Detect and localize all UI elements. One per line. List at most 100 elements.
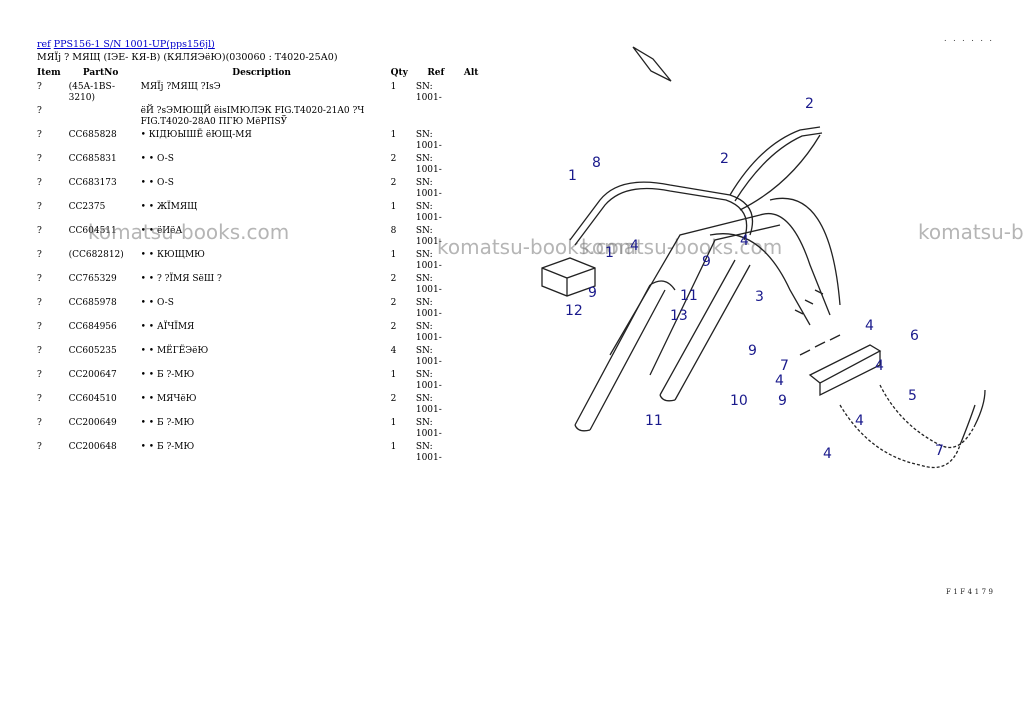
ref-prefix-link[interactable]: ref [37, 39, 51, 50]
cell-partno: CC605235 [68, 346, 117, 356]
cell-qty: 1 [390, 130, 397, 140]
cell-item: ? [37, 442, 42, 452]
cell-description: • • ЖЇМЯЩ [140, 202, 198, 212]
callout-label: 12 [565, 303, 583, 319]
callout-label: 2 [720, 151, 729, 167]
cell-description: • • Б ?-МЮ [140, 418, 195, 428]
callout-label: 7 [935, 443, 944, 459]
callout-label: 3 [755, 289, 764, 305]
cell-description: • • O-S [140, 154, 174, 164]
col-item: Item [37, 68, 61, 78]
cell-partno [65, 105, 137, 129]
callout-label: 2 [805, 96, 814, 112]
callout-label: 4 [823, 446, 832, 462]
cell-item: ? [37, 106, 42, 116]
cell-partno: CC765329 [68, 274, 117, 284]
callout-label: 5 [908, 388, 917, 404]
cell-ref: SN: 1001- [415, 298, 442, 319]
cell-alt [460, 273, 483, 297]
cell-alt [460, 297, 483, 321]
cell-qty: 8 [390, 226, 397, 236]
cell-partno: CC685978 [68, 298, 117, 308]
cell-description: • • ёИёА [140, 226, 183, 236]
ref-model-link[interactable]: PPS156-1 S/N 1001-UP(pps156jl) [53, 39, 215, 50]
callout-label: 11 [680, 288, 698, 304]
callout-label: 1 [568, 168, 577, 184]
cell-partno: CC604510 [68, 394, 117, 404]
cell-description: • • МЯЧёЮ [140, 394, 197, 404]
callout-label: 1 [605, 245, 614, 261]
callout-label: 9 [778, 393, 787, 409]
cell-ref: SN: 1001- [415, 82, 442, 103]
callout-label: 8 [592, 155, 601, 171]
cell-item: ? [37, 154, 42, 164]
col-ref: Ref [427, 68, 445, 78]
page-dots: . . . . . . [944, 34, 994, 43]
cell-item: ? [37, 298, 42, 308]
cell-item: ? [37, 130, 42, 140]
cell-ref: SN: 1001- [415, 274, 442, 295]
callout-label: 9 [702, 254, 711, 270]
cell-qty [387, 105, 412, 129]
ref-line: ref PPS156-1 S/N 1001-UP(pps156jl) [37, 39, 215, 50]
cell-alt [460, 81, 483, 105]
callout-label: 4 [875, 358, 884, 374]
cell-item: ? [37, 250, 42, 260]
cell-partno: (45A-1BS-3210) [68, 82, 116, 103]
cell-alt [460, 345, 483, 369]
cell-description: • • ? ?ЇМЯ SёШ ? [140, 274, 222, 284]
callout-label: 4 [855, 413, 864, 429]
callout-label: 11 [645, 413, 663, 429]
cell-description: ёЙ ?sЭМЮЩЙ ёisІМЮЛЭК FIG.T4020-21A0 ?Ч F… [140, 106, 365, 127]
cell-partno: CC685828 [68, 130, 117, 140]
cell-qty: 1 [390, 250, 397, 260]
col-qty: Qty [390, 68, 408, 78]
col-description: Description [232, 68, 291, 78]
cell-alt [460, 105, 483, 129]
cell-partno: CC200648 [68, 442, 117, 452]
cell-alt [460, 249, 483, 273]
callout-label: 9 [588, 285, 597, 301]
cell-ref: SN: 1001- [415, 346, 442, 367]
cell-item: ? [37, 82, 42, 92]
cell-ref: SN: 1001- [415, 418, 442, 439]
cell-qty: 2 [390, 154, 397, 164]
cell-item: ? [37, 178, 42, 188]
cell-item: ? [37, 226, 42, 236]
cell-qty: 1 [390, 82, 397, 92]
cell-ref: SN: 1001- [415, 370, 442, 391]
cell-partno: CC200649 [68, 418, 117, 428]
cell-partno: (CC682812) [68, 250, 124, 260]
callout-label: 4 [630, 238, 639, 254]
callout-label: 4 [740, 233, 749, 249]
cell-qty: 4 [390, 346, 397, 356]
cell-alt [460, 441, 483, 465]
col-partno: PartNo [82, 68, 119, 78]
parts-table: Item PartNo Description Qty Ref Alt ?(45… [33, 65, 482, 465]
cell-description: • • O-S [140, 178, 174, 188]
cell-alt [460, 177, 483, 201]
cell-ref: SN: 1001- [415, 394, 442, 415]
cell-partno: CC684956 [68, 322, 117, 332]
cell-alt [460, 225, 483, 249]
cell-qty: 2 [390, 274, 397, 284]
cell-description: • • АЇЧЇМЯ [140, 322, 195, 332]
callout-label: 4 [865, 318, 874, 334]
cell-partno: CC604511 [68, 226, 117, 236]
cell-alt [460, 417, 483, 441]
cell-alt [460, 129, 483, 153]
cell-ref: SN: 1001- [415, 442, 442, 463]
callout-label: 9 [748, 343, 757, 359]
cell-alt [460, 393, 483, 417]
